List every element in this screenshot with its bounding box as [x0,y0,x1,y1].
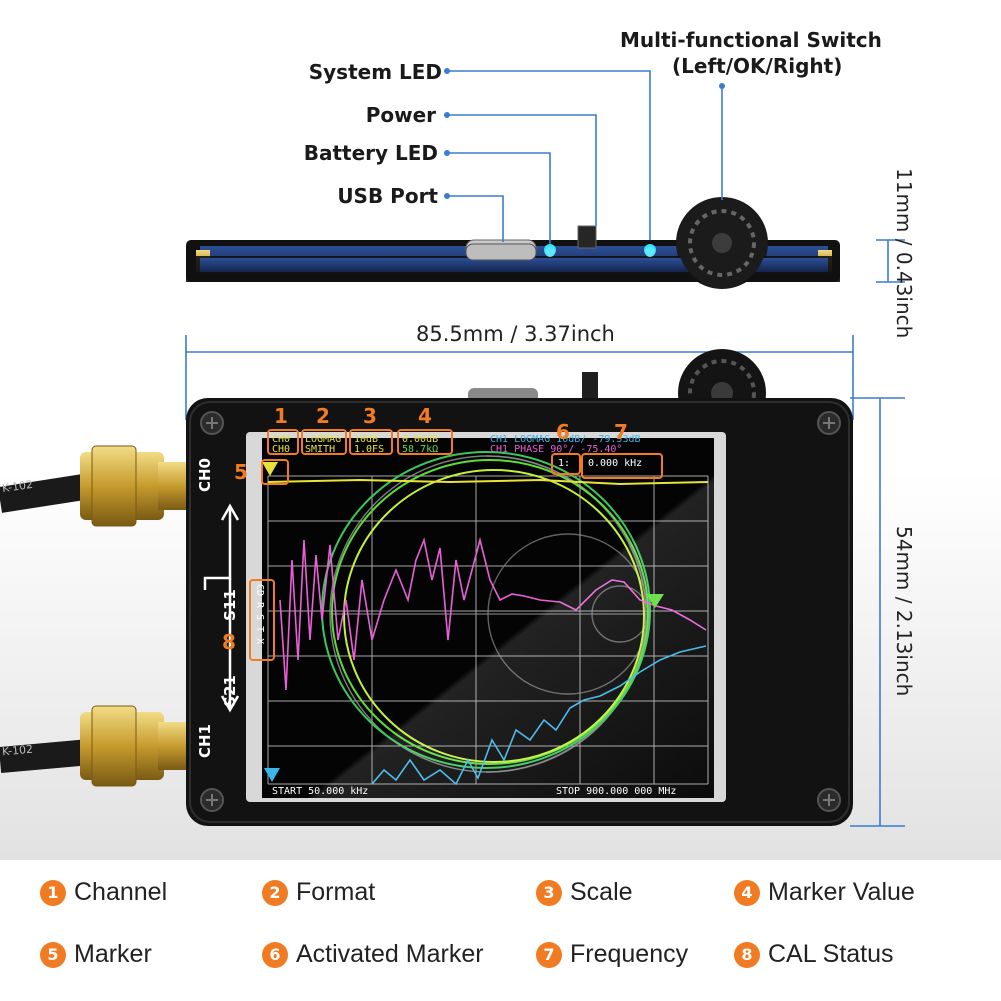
legend-item-marker-value: 4 Marker Value [734,878,915,907]
screen-marker-freq: 0.000 kHz [588,458,643,469]
callout-switch-line1: Multi-functional Switch [620,28,882,52]
callout-usb-port: USB Port [337,184,438,208]
dimension-height: 54mm / 2.13inch [892,526,916,697]
overlay-number-1: 1 [274,404,288,428]
sma-ch0 [80,445,186,527]
overlay-number-8: 8 [222,630,236,654]
overlay-number-6: 6 [556,420,570,444]
legend-label: Format [296,878,376,906]
side-view [186,197,840,289]
screen-value-2: 58.7kΩ [402,444,439,455]
overlay-number-7: 7 [614,420,628,444]
port-arrows [203,503,240,713]
legend-item-format: 2 Format [262,878,375,907]
callout-leaders [447,70,723,244]
callout-power: Power [365,103,436,127]
legend-label: Channel [74,878,168,906]
legend-item-cal-status: 8 CAL Status [734,940,894,969]
device-illustration [0,0,1001,860]
port-label-ch0: CH0 [196,458,214,492]
callout-switch-line2: (Left/OK/Right) [672,54,843,78]
s21-label: S21 [220,675,239,707]
screen-trace-info-1: CH1 LOGMAG 10dB/ -79.53dB [490,434,641,445]
overlay-number-3: 3 [363,404,377,428]
legend-label: Activated Marker [296,940,484,968]
legend-label: Marker Value [768,878,915,906]
overlay-number-5: 5 [234,460,248,484]
callout-dots [444,68,725,199]
legend-number: 2 [262,879,288,906]
screen-scale-1: 10dB [354,434,379,445]
callout-system-led: System LED [308,60,442,84]
screen-stop-freq: STOP 900.000 000 MHz [556,786,677,797]
legend-number: 5 [40,941,66,968]
screen-value-1: 0.00dB [402,434,439,445]
legend-number: 7 [536,941,562,968]
legend-item-activated-marker: 6 Activated Marker [262,940,484,969]
legend-number: 4 [734,879,760,906]
screen-scale-2: 1.0FS [354,444,385,455]
s11-label: S11 [220,589,239,621]
legend-label: CAL Status [768,940,894,968]
dimension-thickness: 11mm / 0.43inch [892,168,916,339]
dimension-lines [185,239,905,827]
callout-battery-led: Battery LED [303,141,438,165]
legend-label: Scale [570,878,633,906]
screen-marker-id: 1: [558,458,571,469]
legend-item-frequency: 7 Frequency [536,940,688,969]
legend-number: 8 [734,941,760,968]
cable-label-bottom: K-102 [1,742,34,759]
screen-format-1: LOGMAG [305,434,342,445]
legend-label: Frequency [570,940,689,968]
port-label-ch1: CH1 [196,724,214,758]
screen-glare [262,438,714,798]
dimension-width: 85.5mm / 3.37inch [416,322,615,346]
legend-label: Marker [74,940,152,968]
legend-number: 3 [536,879,562,906]
legend-number: 6 [262,941,288,968]
legend-row-2: 5 Marker 6 Activated Marker 7 Frequency … [0,940,1001,980]
screen-start-freq: START 50.000 kHz [272,786,369,797]
screen-format-2: SMITH [305,444,336,455]
sma-ch1 [80,705,186,787]
legend-number: 1 [40,879,66,906]
legend-row-1: 1 Channel 2 Format 3 Scale 4 Marker Valu… [0,878,1001,918]
legend-item-marker: 5 Marker [40,940,152,969]
top-switch [582,372,598,402]
screen-trace-info-2: CH1 PHASE 90°/ -75.40° [490,444,623,455]
screen-channel-2: CH0 [272,444,291,455]
screen-cal-status: CD R S T X [254,584,265,645]
legend-item-scale: 3 Scale [536,878,633,907]
overlay-number-2: 2 [316,404,330,428]
overlay-number-4: 4 [418,404,432,428]
legend-item-channel: 1 Channel [40,878,167,907]
front-view [0,349,853,826]
usb-port-front [465,243,537,261]
cables [0,473,92,773]
screen-channel-1: CH0 [272,434,291,445]
